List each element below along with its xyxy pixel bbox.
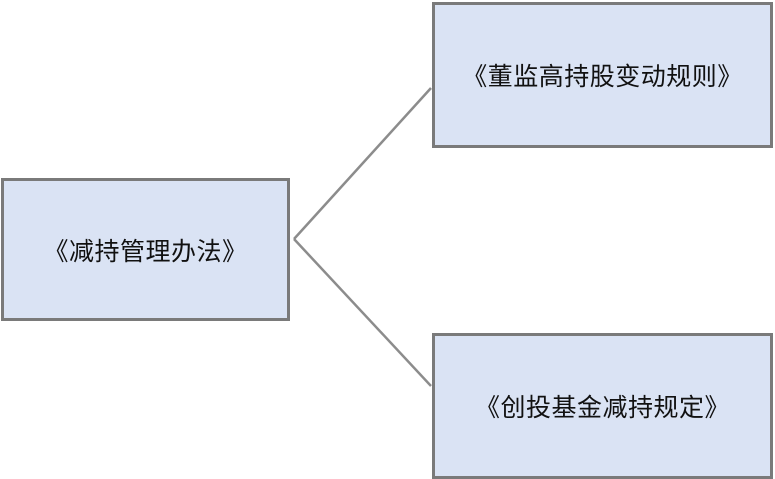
connector-root-to-top: [293, 87, 432, 240]
connector-root-to-bottom: [293, 238, 432, 387]
child-node-bottom-label: 《创投基金减持规定》: [474, 393, 730, 422]
child-node-top: 《董监高持股变动规则》: [432, 2, 773, 148]
child-node-bottom: 《创投基金减持规定》: [432, 333, 773, 479]
child-node-top-label: 《董监高持股变动规则》: [462, 62, 743, 91]
root-node: 《减持管理办法》: [1, 178, 290, 321]
root-node-label: 《减持管理办法》: [43, 236, 248, 266]
